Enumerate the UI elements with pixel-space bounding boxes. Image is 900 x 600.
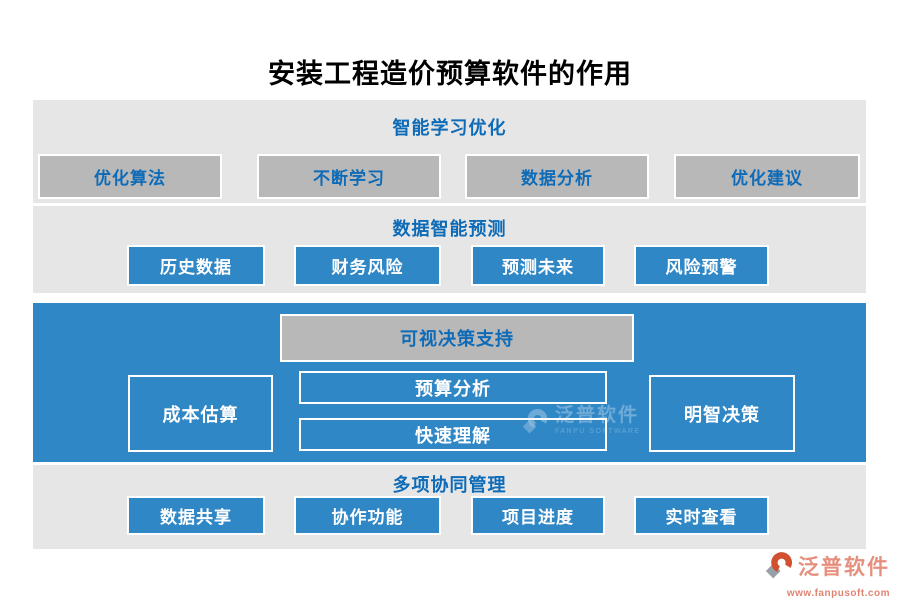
decision-support-header-box: 可视决策支持 <box>280 314 634 362</box>
footer-website-text: www.fanpusoft.com <box>786 588 890 599</box>
section-smart-learning-header: 智能学习优化 <box>392 118 507 138</box>
section-data-prediction-header: 数据智能预测 <box>392 219 507 239</box>
feature-box-wise-decision: 明智决策 <box>649 375 795 452</box>
section-data-prediction: 数据智能预测 历史数据 财务风险 预测未来 风险预警 <box>33 206 866 293</box>
section-collaboration-header: 多项协同管理 <box>392 475 507 495</box>
feature-box-collaboration-function: 协作功能 <box>294 496 441 535</box>
feature-box-risk-warning: 风险预警 <box>634 245 769 286</box>
feature-box-history-data: 历史数据 <box>127 245 265 286</box>
feature-box-cost-estimate: 成本估算 <box>128 375 273 452</box>
feature-box-quick-understanding: 快速理解 <box>299 418 607 451</box>
section-decision-support: 可视决策支持 成本估算 预算分析 快速理解 明智决策 泛普软件 FANPU SO… <box>33 303 866 462</box>
feature-box-budget-analysis: 预算分析 <box>299 371 607 404</box>
feature-box-optimize-algorithm: 优化算法 <box>38 154 222 199</box>
footer-brand-text: 泛普软件 <box>798 556 890 579</box>
feature-box-data-analysis: 数据分析 <box>465 154 649 199</box>
feature-box-data-sharing: 数据共享 <box>127 496 265 535</box>
section-collaboration: 多项协同管理 数据共享 协作功能 项目进度 实时查看 <box>33 465 866 549</box>
feature-box-realtime-view: 实时查看 <box>634 496 769 535</box>
feature-box-predict-future: 预测未来 <box>471 245 605 286</box>
fanpu-logo-icon <box>764 549 796 586</box>
feature-box-continuous-learning: 不断学习 <box>257 154 441 199</box>
page-title: 安装工程造价预算软件的作用 <box>268 59 632 89</box>
feature-box-financial-risk: 财务风险 <box>294 245 441 286</box>
footer-brand: 泛普软件 www.fanpusoft.com <box>758 549 890 599</box>
feature-box-optimize-suggestion: 优化建议 <box>674 154 860 199</box>
section-smart-learning: 智能学习优化 优化算法 不断学习 数据分析 优化建议 <box>33 100 866 203</box>
feature-box-project-progress: 项目进度 <box>471 496 605 535</box>
